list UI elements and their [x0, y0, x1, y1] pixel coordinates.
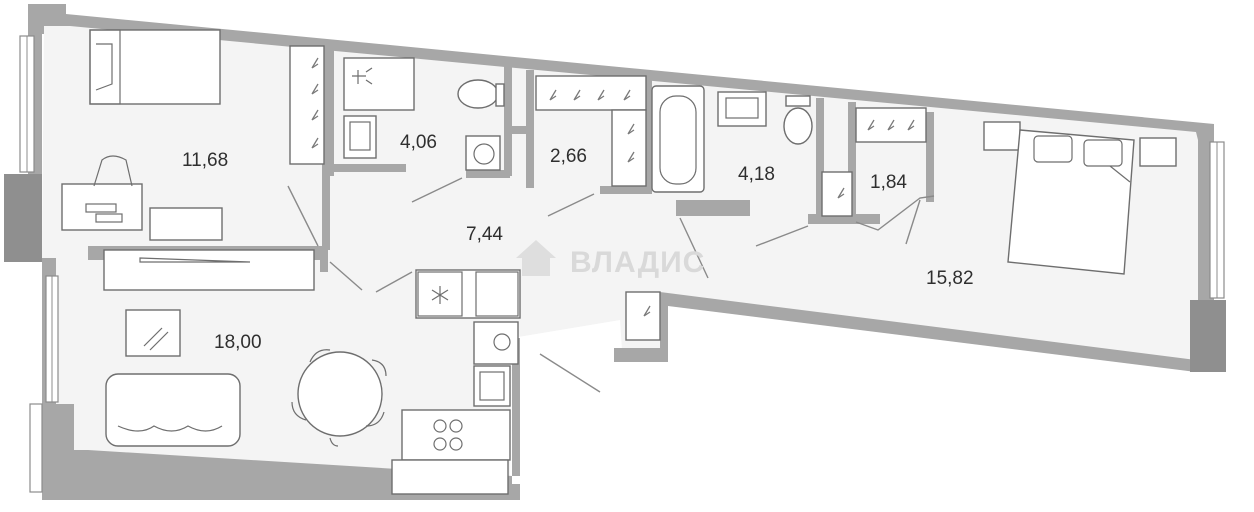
- oven-hood: [473, 321, 519, 365]
- area-label-hallway: 7,44: [466, 224, 503, 245]
- watermark: ВЛАДИС: [516, 240, 705, 279]
- windows: [19, 35, 1225, 493]
- toilet: [457, 79, 499, 109]
- area-label-bathroom-1: 4,06: [400, 132, 437, 153]
- wardrobe-bedroom-1: [289, 45, 325, 165]
- sink: [343, 115, 377, 159]
- toilet-2: [783, 107, 813, 145]
- tv: [125, 309, 181, 357]
- cabinet: [149, 207, 223, 241]
- area-label-bathroom-2: 4,18: [738, 164, 775, 185]
- counter: [391, 459, 509, 495]
- nightstand: [1139, 137, 1177, 167]
- washing-machine: [465, 135, 501, 171]
- bathroom-1-fixtures: [343, 57, 505, 171]
- bathtub: [651, 85, 705, 193]
- living-kitchen-furniture: [103, 249, 521, 495]
- bed: [89, 29, 221, 105]
- area-label-bedroom-2: 15,82: [926, 268, 974, 289]
- tv-stand: [103, 249, 315, 291]
- area-label-wardrobe-1: 2,66: [550, 146, 587, 167]
- wardrobe-room-1-fixtures: [535, 75, 647, 187]
- area-labels: 11,68 4,06 2,66 4,18 1,84 7,44 18,00 15,…: [182, 132, 974, 353]
- bed-2: [1007, 129, 1135, 275]
- chair: [93, 155, 133, 187]
- nightstand: [983, 121, 1021, 151]
- sink-2: [717, 91, 767, 127]
- watermark-logo-icon: [516, 240, 556, 276]
- hallway-closet: [625, 291, 661, 341]
- area-label-bedroom-1: 11,68: [182, 150, 228, 171]
- shower: [343, 57, 415, 111]
- door-swings: [287, 177, 921, 393]
- sofa: [105, 373, 241, 447]
- stove: [401, 409, 511, 461]
- area-label-wardrobe-2: 1,84: [870, 172, 907, 193]
- dining-table: [297, 351, 383, 437]
- desk: [61, 183, 143, 231]
- bedroom-1-furniture: [61, 29, 223, 241]
- area-label-living-kitchen: 18,00: [214, 332, 262, 353]
- bathroom-2-fixtures: [651, 85, 813, 193]
- bedroom-2-furniture: [983, 121, 1177, 275]
- fridge: [415, 269, 521, 319]
- wardrobe-room-2-fixtures: [821, 107, 935, 231]
- watermark-text: ВЛАДИС: [570, 246, 705, 279]
